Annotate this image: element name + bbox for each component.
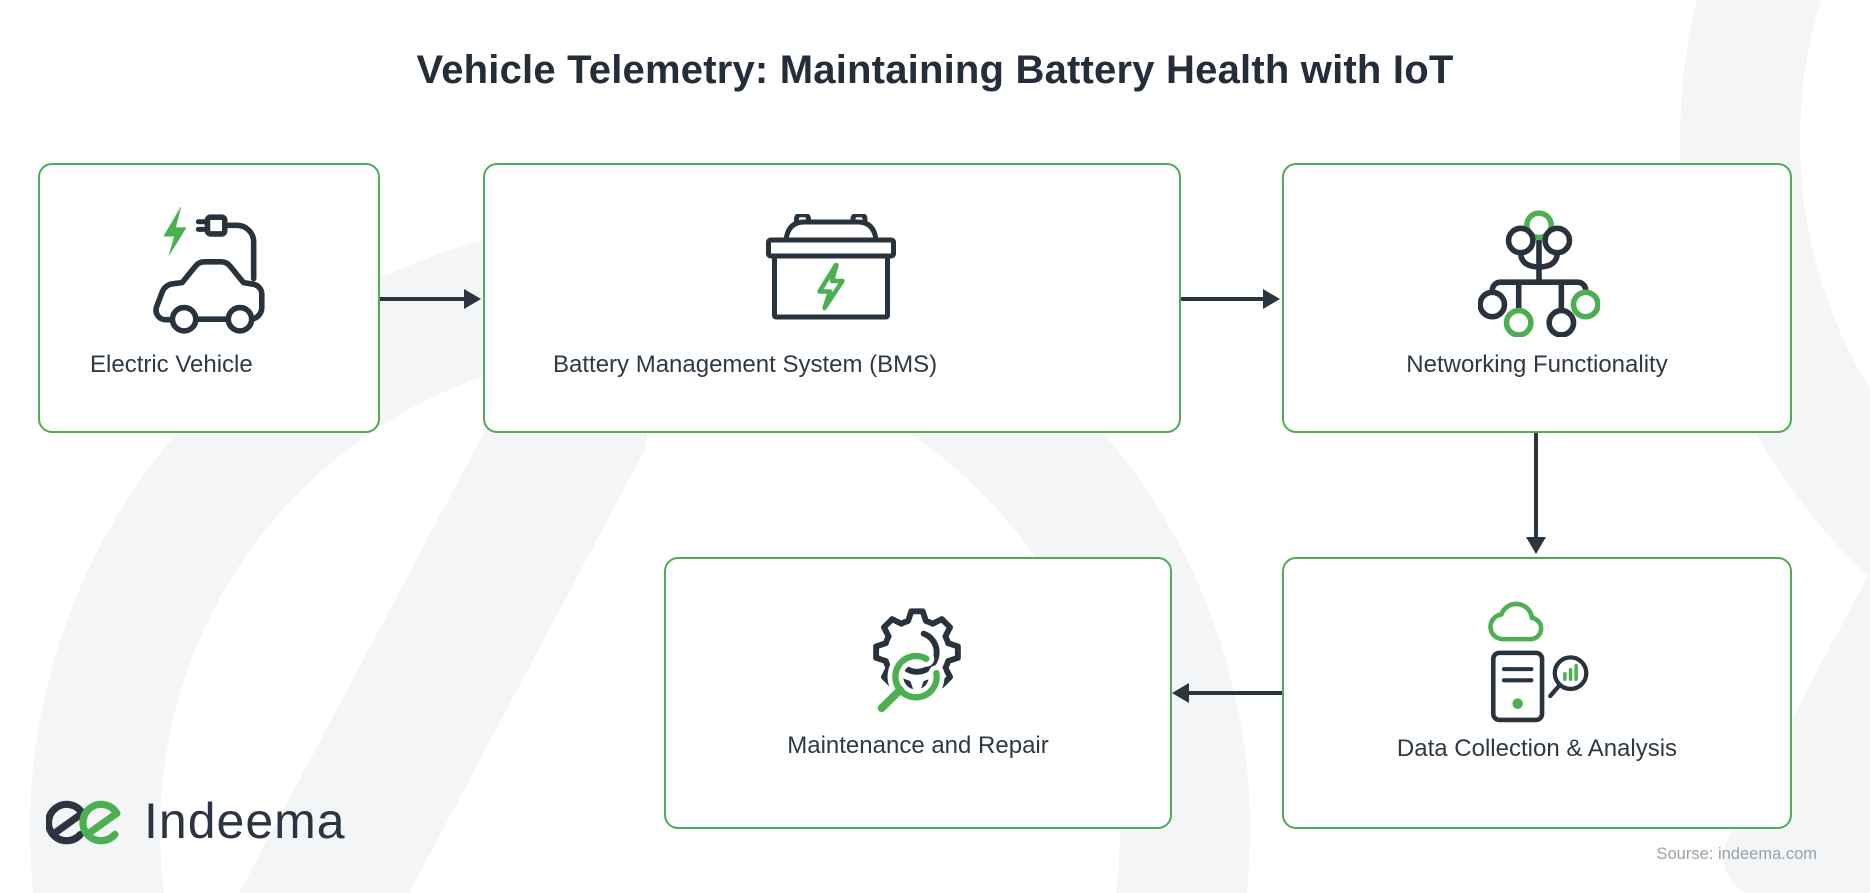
indeema-logo: Indeema [46, 792, 346, 850]
iot-network-icon [1478, 210, 1600, 337]
node-networking-functionality: Networking Functionality [1282, 163, 1792, 433]
gear-wrench-icon [873, 608, 961, 716]
cloud-server-analytics-icon [1488, 601, 1589, 723]
node-label: Data Collection & Analysis [1396, 735, 1678, 762]
node-electric-vehicle: Electric Vehicle [38, 163, 380, 433]
node-maintenance-repair: Maintenance and Repair [664, 557, 1172, 829]
source-note: Sourse: indeema.com [1656, 845, 1818, 863]
car-battery-icon [766, 214, 896, 320]
node-battery-management-system: Battery Management System (BMS) [483, 163, 1181, 433]
node-label: Maintenance and Repair [787, 732, 1049, 759]
node-label: Networking Functionality [1406, 351, 1668, 378]
node-label: Electric Vehicle [90, 351, 253, 378]
node-label: Battery Management System (BMS) [553, 351, 938, 378]
page-title: Vehicle Telemetry: Maintaining Battery H… [416, 48, 1454, 92]
indeema-logo-mark-icon [46, 800, 121, 845]
node-data-collection-analysis: Data Collection & Analysis [1282, 557, 1792, 829]
logo-text: Indeema [144, 793, 346, 849]
electric-car-icon [153, 207, 265, 334]
